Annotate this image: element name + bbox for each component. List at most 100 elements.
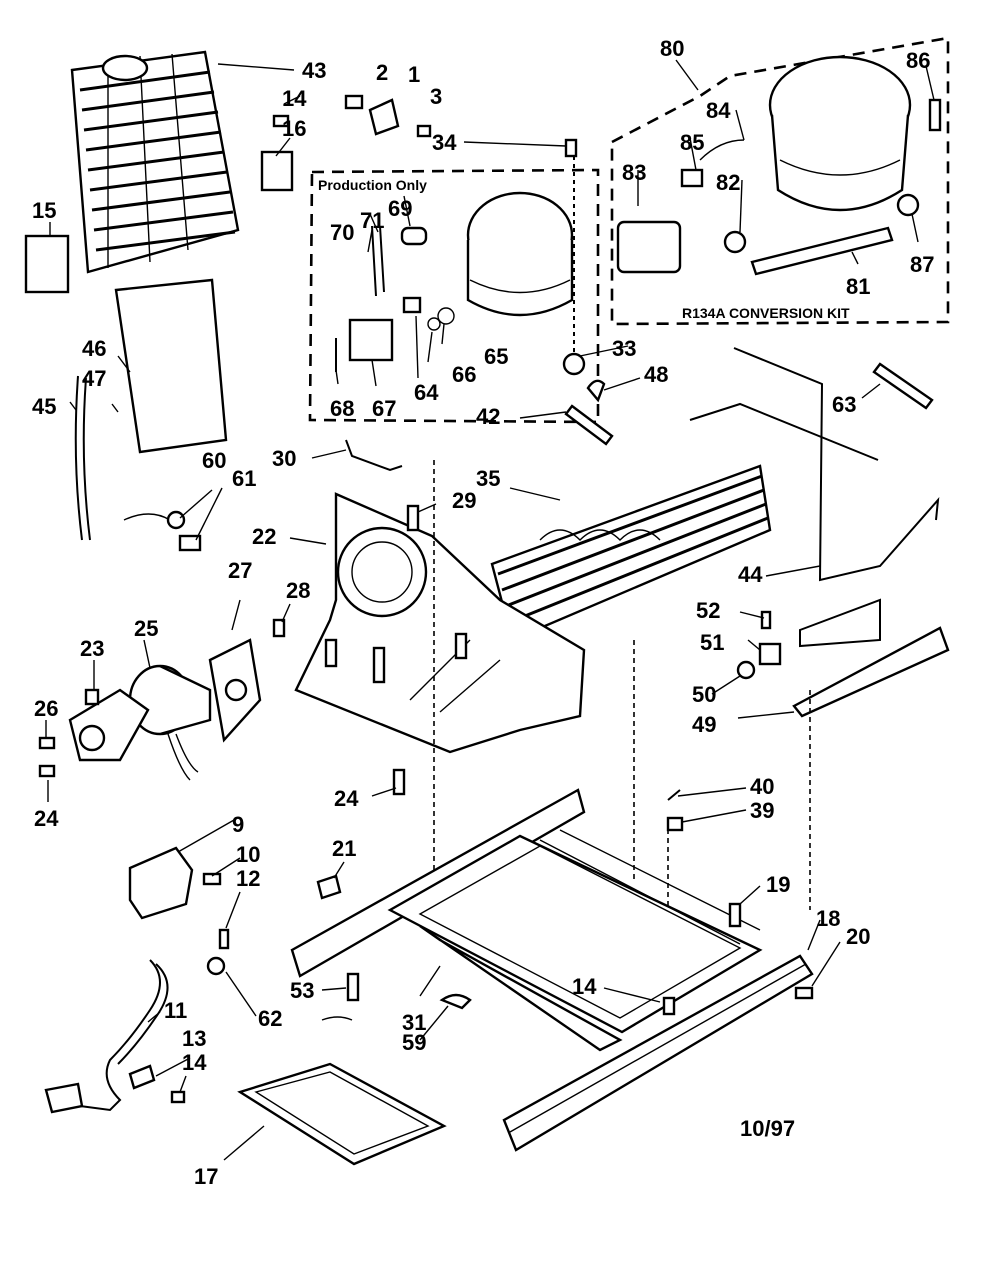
- callout-24-center: 24: [334, 786, 359, 811]
- condenser-coil: [24, 50, 240, 294]
- callout-66: 66: [452, 362, 476, 387]
- grommet-50: [736, 660, 756, 680]
- nut-28: [272, 618, 286, 638]
- sheet-46: [114, 278, 228, 454]
- callout-14-bottom-center: 14: [572, 974, 597, 999]
- callout-10: 10: [236, 842, 260, 867]
- callout-71: 71: [360, 208, 384, 233]
- callout-20: 20: [846, 924, 870, 949]
- clip-21: [316, 874, 342, 900]
- callout-21: 21: [332, 836, 356, 861]
- screw-20: [794, 986, 814, 1000]
- production-only-title: Production Only: [318, 177, 427, 193]
- grommet-39: [666, 816, 684, 832]
- drier-42: [564, 404, 614, 446]
- screw-19: [728, 902, 742, 928]
- callout-12: 12: [236, 866, 260, 891]
- production-only-box: Production Only: [308, 168, 600, 424]
- callout-84: 84: [706, 98, 731, 123]
- bracket-45: [74, 375, 83, 541]
- base-frame-31: [290, 788, 763, 1052]
- callout-48: 48: [644, 362, 668, 387]
- callout-9: 9: [232, 812, 244, 837]
- callout-51: 51: [700, 630, 724, 655]
- tube-44: [733, 347, 940, 582]
- callout-82: 82: [716, 170, 740, 195]
- drain-trough-49: [792, 626, 950, 718]
- callout-34: 34: [432, 130, 457, 155]
- callout-19: 19: [766, 872, 790, 897]
- callout-87: 87: [910, 252, 934, 277]
- relay-69: [400, 226, 428, 246]
- callout-61: 61: [232, 466, 256, 491]
- callout-35: 35: [476, 466, 500, 491]
- callout-3: 3: [430, 84, 442, 109]
- screw-14-lower: [662, 996, 676, 1016]
- callout-17: 17: [194, 1164, 218, 1189]
- motor-bracket-23: [68, 688, 150, 762]
- leader-lines: [45, 59, 935, 1161]
- callout-2: 2: [376, 60, 388, 85]
- bracket-1: [368, 98, 400, 136]
- callout-59: 59: [402, 1030, 426, 1055]
- gasket-15: [24, 234, 70, 294]
- callout-26: 26: [34, 696, 58, 721]
- callout-22: 22: [252, 524, 276, 549]
- clip-59: [439, 993, 472, 1010]
- callout-50: 50: [692, 682, 716, 707]
- callout-40: 40: [750, 774, 774, 799]
- callout-16: 16: [282, 116, 306, 141]
- grommet-62: [206, 956, 226, 976]
- screw-29: [406, 504, 420, 532]
- condenser-drier-43: [101, 54, 149, 82]
- valve-51: [758, 642, 782, 666]
- callout-65: 65: [484, 344, 508, 369]
- callout-27: 27: [228, 558, 252, 583]
- callout-15: 15: [32, 198, 56, 223]
- clip-61: [178, 534, 202, 552]
- callout-14-top: 14: [282, 86, 307, 111]
- callout-1: 1: [408, 62, 420, 87]
- cover-9: [128, 846, 194, 920]
- callout-86: 86: [906, 48, 930, 73]
- callout-67: 67: [372, 396, 396, 421]
- drier-81: [750, 226, 894, 276]
- screw-10: [202, 872, 222, 886]
- callout-47: 47: [82, 366, 106, 391]
- callout-25: 25: [134, 616, 158, 641]
- clamp-13: [128, 1064, 156, 1090]
- callout-85: 85: [680, 130, 704, 155]
- callout-81: 81: [846, 274, 870, 299]
- power-cord-11: [79, 959, 161, 1112]
- plug: [44, 1082, 84, 1114]
- callout-52: 52: [696, 598, 720, 623]
- callout-28: 28: [286, 578, 310, 603]
- callout-44: 44: [738, 562, 763, 587]
- callout-70: 70: [330, 220, 354, 245]
- callout-83: 83: [622, 160, 646, 185]
- fan-bracket-22: [294, 492, 586, 754]
- callout-labels: 43 2 1 3 14 16 15 46 47 45 34 69 71 70 3…: [32, 36, 934, 1189]
- callout-39: 39: [750, 798, 774, 823]
- grommet-33: [562, 352, 586, 376]
- clip-40: [667, 789, 681, 801]
- callout-23: 23: [80, 636, 104, 661]
- tube-63: [872, 362, 934, 410]
- callout-33: 33: [612, 336, 636, 361]
- conversion-kit-box: R134A CONVERSION KIT: [610, 36, 950, 326]
- pad-16: [260, 150, 294, 192]
- fan-motor-assembly: [38, 618, 286, 781]
- capacitor-67: [348, 318, 394, 362]
- callout-80: 80: [660, 36, 684, 61]
- evaporator-coil: [490, 464, 772, 642]
- callout-62: 62: [258, 1006, 282, 1031]
- callout-29: 29: [452, 488, 476, 513]
- grommet-87: [896, 193, 920, 217]
- callout-24-left: 24: [34, 806, 59, 831]
- thermistor-60: [166, 510, 186, 530]
- clip-48: [586, 379, 606, 403]
- screw-24: [392, 768, 406, 796]
- callout-46: 46: [82, 336, 106, 361]
- callout-49: 49: [692, 712, 716, 737]
- callout-42: 42: [476, 404, 500, 429]
